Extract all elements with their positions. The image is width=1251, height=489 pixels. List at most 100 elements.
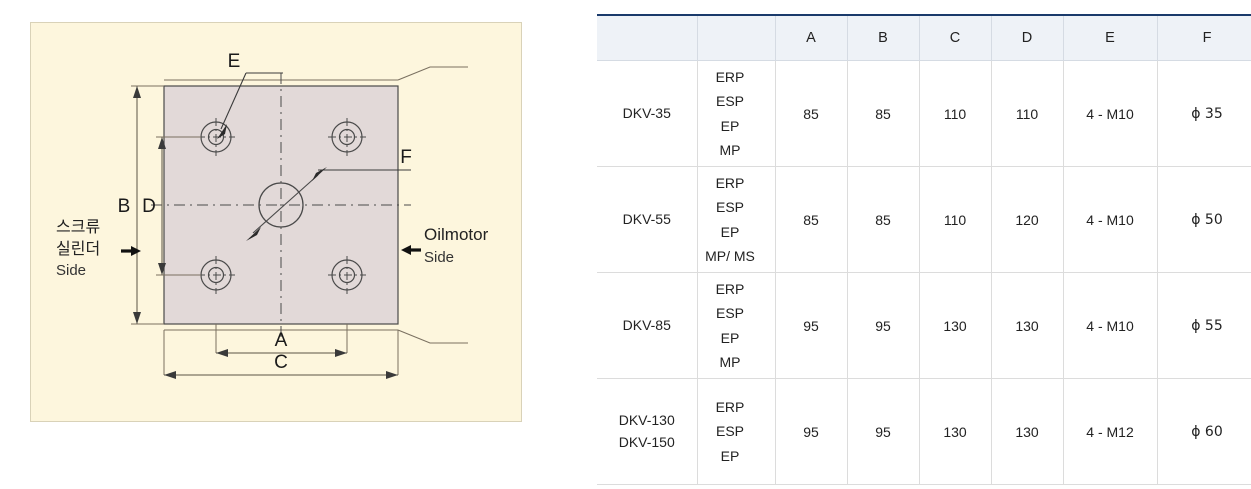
e-leader-line (220, 72, 247, 130)
diameter-value: ϕ 55 (1191, 318, 1223, 334)
screw-cylinder-label-line3: Side (56, 262, 86, 279)
cell-e: 4 - M10 (1063, 60, 1158, 167)
label-A: A (275, 330, 288, 351)
b-dim-arrow-bottom (133, 312, 141, 324)
type-code: ERP (715, 68, 745, 85)
e-leader-arrow (217, 124, 227, 139)
bolt-hole-top-right (328, 118, 366, 156)
model-name: DKV-150 (618, 433, 675, 450)
header-a: A (775, 14, 848, 61)
cell-d: 130 (991, 378, 1064, 485)
label-F: F (400, 147, 412, 168)
cell-a: 85 (775, 60, 848, 167)
cell-f: ϕ 60 (1157, 378, 1251, 485)
cell-type: ERP ESP EP MP (697, 60, 776, 167)
cell-type: ERP ESP EP MP (697, 272, 776, 379)
cell-d: 110 (991, 60, 1064, 167)
screw-cylinder-label-line2: 실린더 (56, 240, 100, 258)
header-b: B (847, 14, 920, 61)
cell-e: 4 - M10 (1063, 272, 1158, 379)
cell-b: 95 (847, 272, 920, 379)
cell-c: 130 (919, 272, 992, 379)
diameter-value: ϕ 60 (1191, 424, 1223, 440)
type-code: EP (720, 223, 740, 240)
type-code: EP (720, 329, 740, 346)
type-code: ESP (715, 93, 744, 109)
a-dim-arrow-right (335, 349, 347, 357)
label-E: E (228, 51, 241, 72)
cell-b: 85 (847, 60, 920, 167)
type-code: MP (719, 354, 741, 370)
cell-model: DKV-85 (597, 272, 698, 379)
technical-drawing-svg: E F B D A (56, 51, 489, 379)
cell-a: 95 (775, 272, 848, 379)
screw-cylinder-label-line1: 스크류 (56, 219, 100, 236)
cell-model: DKV-35 (597, 60, 698, 167)
type-code: ERP (715, 280, 745, 297)
type-code: ERP (715, 174, 745, 191)
cell-d: 130 (991, 272, 1064, 379)
cell-e: 4 - M12 (1063, 378, 1158, 485)
bottom-right-leader-line (397, 329, 468, 344)
type-code: EP (720, 117, 740, 134)
cell-model: DKV-55 (597, 166, 698, 273)
technical-drawing-panel: E F B D A (30, 22, 522, 422)
cell-d: 120 (991, 166, 1064, 273)
cell-c: 130 (919, 378, 992, 485)
cell-c: 110 (919, 60, 992, 167)
d-dim-arrow-bottom (158, 263, 166, 275)
right-arrow-icon (121, 246, 141, 256)
type-code: ESP (715, 305, 744, 321)
left-arrow-icon (401, 245, 421, 255)
type-code: ERP (715, 398, 745, 415)
c-dim-arrow-right (386, 371, 398, 379)
oilmotor-label-line1: Oilmotor (424, 225, 489, 244)
cell-f: ϕ 55 (1157, 272, 1251, 379)
model-name: DKV-130 (618, 411, 675, 428)
cell-type: ERP ESP EP MP/ MS (697, 166, 776, 273)
type-code: MP (719, 142, 741, 158)
label-B: B (118, 196, 131, 217)
cell-a: 85 (775, 166, 848, 273)
header-model (597, 14, 698, 61)
header-f: F (1157, 14, 1251, 61)
type-code: EP (720, 447, 740, 464)
header-c: C (919, 14, 992, 61)
oilmotor-label-line2: Side (424, 249, 454, 266)
d-dim-arrow-top (158, 137, 166, 149)
cell-a: 95 (775, 378, 848, 485)
label-C: C (274, 352, 288, 373)
type-code: MP/ MS (705, 248, 755, 264)
model-name: DKV-85 (622, 316, 671, 333)
type-code: ESP (715, 199, 744, 215)
cell-f: ϕ 35 (1157, 60, 1251, 167)
type-code: ESP (715, 423, 744, 440)
c-dim-arrow-left (164, 371, 176, 379)
cell-b: 95 (847, 378, 920, 485)
cell-b: 85 (847, 166, 920, 273)
diameter-value: ϕ 50 (1191, 212, 1223, 228)
center-bore (258, 182, 304, 228)
header-type (697, 14, 776, 61)
bore-diagonal-leader (252, 174, 319, 234)
b-dim-arrow-top (133, 86, 141, 98)
diameter-value: ϕ 35 (1191, 106, 1223, 122)
header-d: D (991, 14, 1064, 61)
label-D: D (142, 196, 156, 217)
model-name: DKV-55 (622, 210, 671, 227)
model-name: DKV-35 (622, 104, 671, 121)
spec-table-head: A B C D E F (597, 14, 1251, 61)
cell-f: ϕ 50 (1157, 166, 1251, 273)
header-row: A B C D E F (597, 14, 1251, 61)
bolt-hole-bottom-right (328, 256, 366, 294)
top-right-leader-line (397, 66, 468, 81)
